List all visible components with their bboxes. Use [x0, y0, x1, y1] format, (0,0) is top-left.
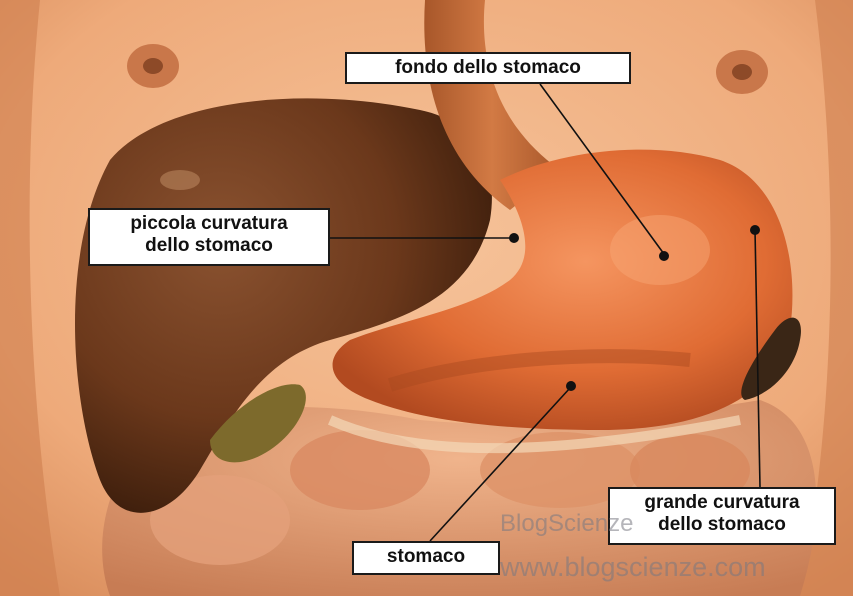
watermark-url: www.blogscienze.com	[500, 552, 766, 583]
label-piccola-line1: piccola curvatura	[98, 213, 320, 235]
marker-stomaco	[566, 381, 576, 391]
label-grande-curvatura: grande curvatura dello stomaco	[608, 487, 836, 545]
marker-piccola-curvatura	[509, 233, 519, 243]
label-fondo-dello-stomaco: fondo dello stomaco	[345, 52, 631, 84]
label-fondo-text: fondo dello stomaco	[355, 57, 621, 79]
label-piccola-line2: dello stomaco	[98, 235, 320, 257]
nipple-right	[716, 50, 768, 94]
marker-grande-curvatura	[750, 225, 760, 235]
label-piccola-curvatura: piccola curvatura dello stomaco	[88, 208, 330, 266]
label-stomaco-text: stomaco	[362, 546, 490, 568]
marker-fondo	[659, 251, 669, 261]
nipple-left	[127, 44, 179, 88]
label-stomaco: stomaco	[352, 541, 500, 575]
watermark-brand: BlogScienze	[500, 510, 633, 538]
label-grande-line1: grande curvatura	[618, 492, 826, 514]
label-grande-line2: dello stomaco	[618, 514, 826, 536]
